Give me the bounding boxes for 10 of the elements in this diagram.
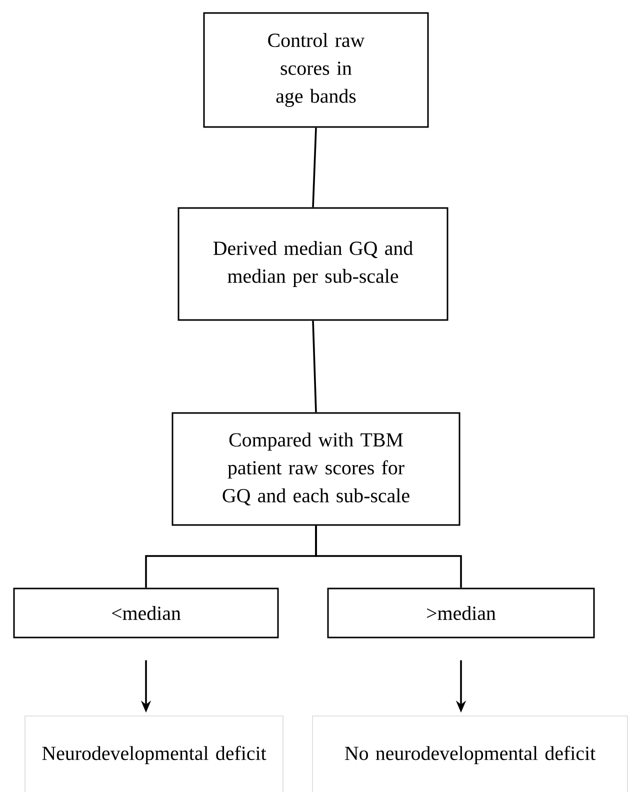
process-box: Control raw scores in age bands: [203, 12, 429, 128]
process-box: Derived median GQ and median per sub-scale: [178, 207, 448, 321]
connector-line: [312, 128, 317, 208]
connector-line: [315, 526, 462, 588]
process-box: Compared with TBM patient raw scores for GQ and each sub-scale: [172, 412, 460, 526]
process-box: <median: [13, 588, 279, 638]
outcome-box: No neurodevelopmental deficit: [312, 716, 628, 792]
process-box: >median: [327, 588, 595, 638]
connector-line: [312, 320, 317, 412]
outcome-box: Neurodevelopmental deficit: [24, 716, 284, 792]
